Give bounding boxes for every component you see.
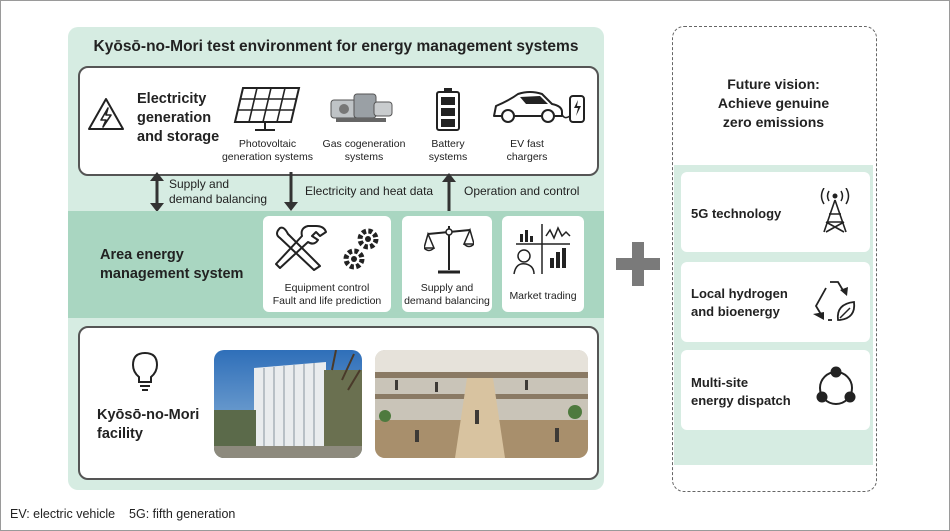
balance-scale-icon (424, 226, 474, 274)
5g-label: 5G technology (691, 206, 782, 221)
5g-tower-icon (820, 188, 850, 233)
market-trading-icon (513, 224, 571, 275)
supply-demand-double-arrow (150, 172, 164, 212)
generation-heading: Electricity generation and storage (137, 91, 220, 145)
market-trading-label: Market trading (509, 290, 577, 302)
building-exterior-photo (214, 350, 362, 458)
solar-panel-icon (233, 87, 301, 131)
footnote: EV: electric vehicle 5G: fifth generatio… (10, 507, 236, 521)
atrium-interior-photo (375, 350, 588, 458)
battery-icon (436, 88, 460, 131)
data-down-arrow (284, 172, 298, 211)
recycle-leaf-icon (813, 281, 856, 321)
network-icon (816, 366, 856, 405)
data-flow-label: Electricity and heat data (305, 184, 434, 198)
aems-card-market (502, 216, 584, 312)
control-flow-label: Operation and control (464, 184, 580, 198)
future-card-dispatch (681, 350, 870, 430)
control-up-arrow (442, 173, 456, 212)
warning-lightning-icon (88, 98, 124, 130)
lightbulb-icon (131, 351, 159, 391)
future-card-hydrogen (681, 262, 870, 342)
ev-charger-icon (493, 91, 585, 123)
tools-icon (275, 225, 327, 271)
cogeneration-icon (330, 93, 393, 122)
plus-icon (616, 242, 660, 286)
diagram-title: Kyōsō-no-Mori test environment for energ… (93, 38, 579, 55)
gears-icon (343, 228, 379, 270)
